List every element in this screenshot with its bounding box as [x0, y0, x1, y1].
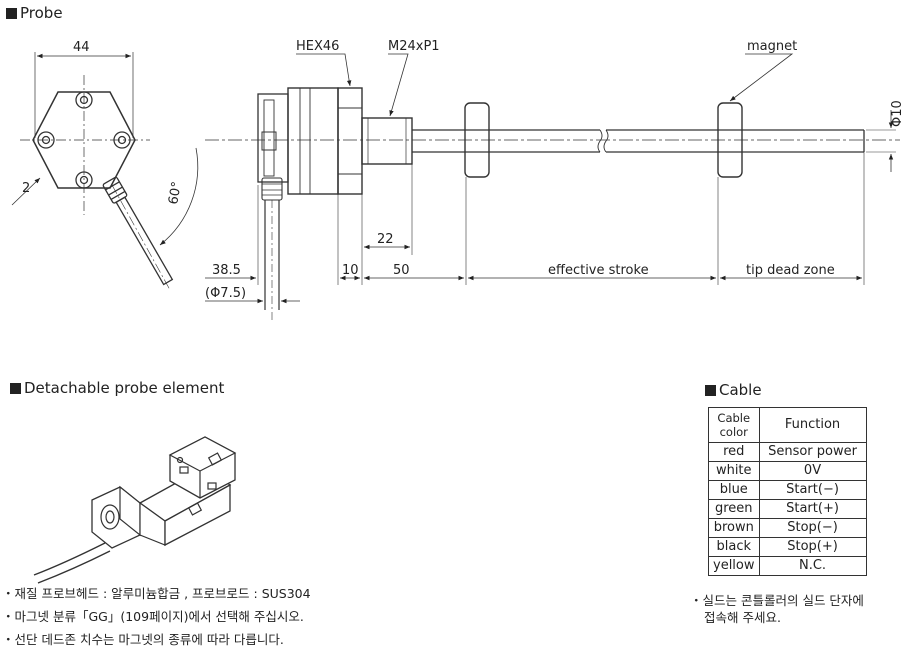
note-shield-line2: 접속해 주세요.: [704, 610, 781, 625]
cable-color-cell: black: [708, 537, 760, 557]
table-row: white 0V: [708, 461, 867, 481]
table-header-row: Cable color Function: [708, 407, 867, 443]
table-row: blue Start(−): [708, 480, 867, 500]
dim-44-label: 44: [73, 40, 90, 55]
table-row: red Sensor power: [708, 442, 867, 462]
cable-color-cell: red: [708, 442, 760, 462]
square-bullet-icon: [10, 383, 21, 394]
detachable-probe-illustration: [33, 436, 237, 584]
angle-60-label: 60°: [166, 180, 185, 205]
cable-section-title: Cable: [705, 381, 762, 399]
square-bullet-icon: [6, 8, 17, 19]
detachable-title-text: Detachable probe element: [24, 379, 225, 397]
magnet-label: magnet: [747, 39, 797, 54]
header-function: Function: [758, 407, 867, 443]
cable-function-cell: Sensor power: [758, 442, 867, 462]
phi10-label: Φ10: [890, 100, 905, 127]
phi7-5-label: (Φ7.5): [205, 286, 246, 301]
cable-color-cell: brown: [708, 518, 760, 538]
dim-50-label: 50: [393, 263, 410, 278]
cable-function-cell: Stop(+): [758, 537, 867, 557]
table-row: brown Stop(−): [708, 518, 867, 538]
note-dead-zone: ・선단 데드존 치수는 마그넷의 종류에 따라 다릅니다.: [2, 632, 284, 647]
dim-22-label: 22: [377, 232, 394, 247]
table-row: yellow N.C.: [708, 556, 867, 576]
table-row: green Start(+): [708, 499, 867, 519]
cable-function-table: Cable color Function red Sensor power wh…: [708, 407, 867, 576]
probe-section-title: Probe: [6, 4, 63, 22]
dim-2-label: 2: [22, 181, 30, 196]
cable-function-cell: Start(+): [758, 499, 867, 519]
cable-color-cell: green: [708, 499, 760, 519]
dim-10-label: 10: [342, 263, 359, 278]
dim-38-5-label: 38.5: [212, 263, 241, 278]
table-row: black Stop(+): [708, 537, 867, 557]
cable-title-text: Cable: [719, 381, 762, 399]
cable-color-cell: yellow: [708, 556, 760, 576]
cable-function-cell: N.C.: [758, 556, 867, 576]
cable-color-cell: blue: [708, 480, 760, 500]
note-shield-line1: ・실드는 콘틀롤러의 실드 단자에: [690, 593, 864, 608]
cable-color-cell: white: [708, 461, 760, 481]
note-material: ・재질 프로브헤드 : 알루미늄합금 , 프로브로드 : SUS304: [2, 586, 311, 601]
hexagon-front-view: [11, 52, 199, 291]
note-magnet-select: ・마그넷 분류「GG」(109페이지)에서 선택해 주십시오.: [2, 609, 304, 624]
hex46-label: HEX46: [296, 39, 339, 54]
square-bullet-icon: [705, 385, 716, 396]
m24xp1-label: M24xP1: [388, 39, 440, 54]
probe-side-view: [205, 53, 900, 320]
probe-title-text: Probe: [20, 4, 63, 22]
effective-stroke-label: effective stroke: [548, 263, 649, 278]
cable-function-cell: Start(−): [758, 480, 867, 500]
cable-function-cell: 0V: [758, 461, 867, 481]
probe-drawing: 44 HEX46 M24xP1 magnet Φ10 2 60° 22 38.5…: [11, 39, 905, 320]
tip-dead-zone-label: tip dead zone: [746, 263, 835, 278]
header-cable-color: Cable color: [708, 407, 760, 443]
cable-function-cell: Stop(−): [758, 518, 867, 538]
detachable-section-title: Detachable probe element: [10, 379, 224, 397]
